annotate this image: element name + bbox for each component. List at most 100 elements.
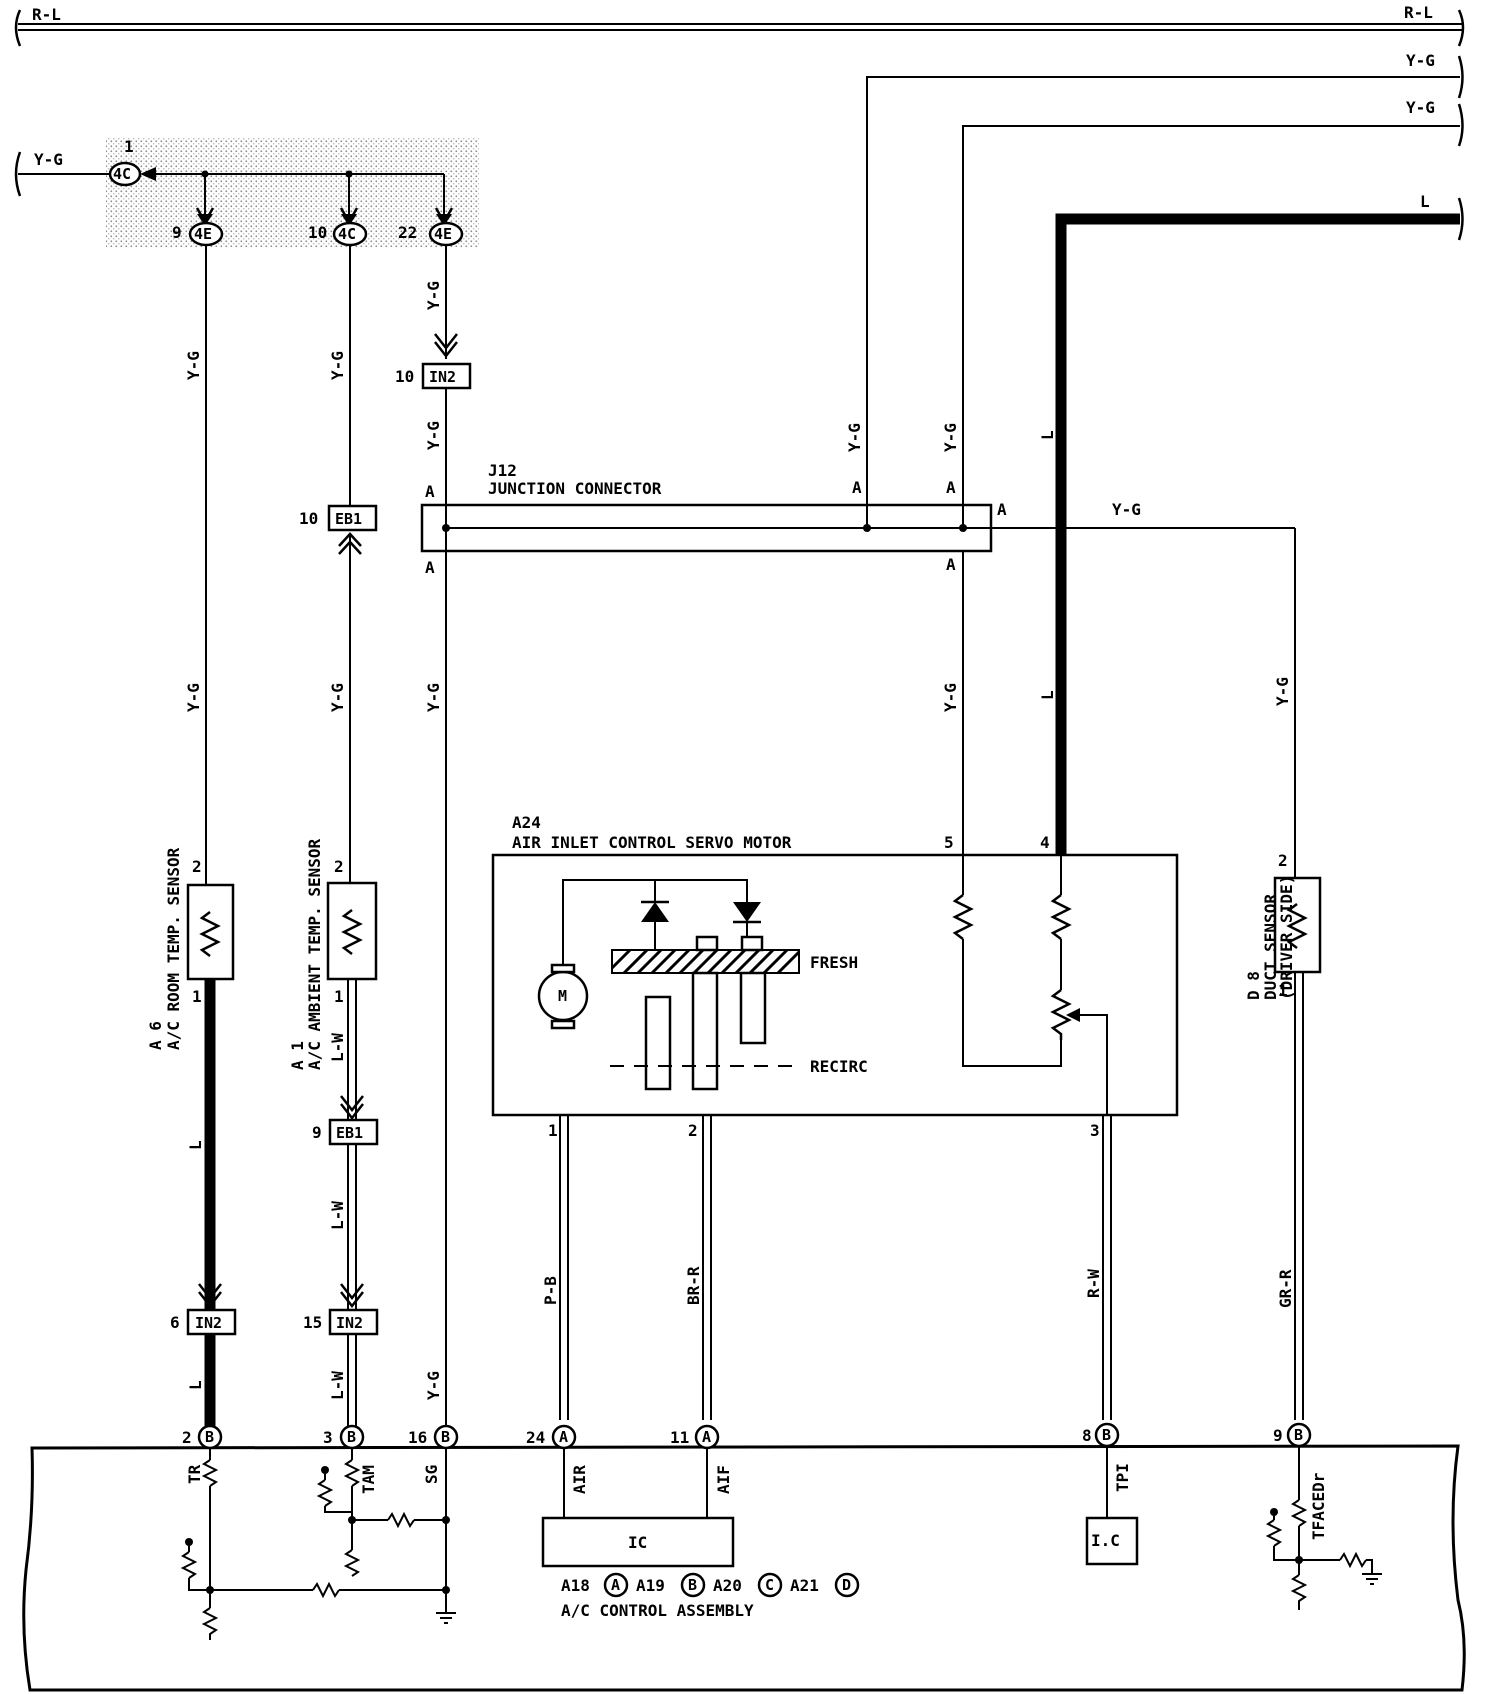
asm-connector-16-letter: B bbox=[441, 1428, 450, 1446]
terminal-aif: AIF bbox=[714, 1465, 733, 1494]
wire-label-lw: L-W bbox=[328, 1371, 347, 1400]
contact-plate bbox=[739, 971, 767, 1045]
duct-sensor-pin-bottom: 1 bbox=[1278, 981, 1288, 1000]
hatched-slider bbox=[610, 948, 801, 975]
asm-connector-3-letter: B bbox=[347, 1428, 356, 1446]
asm-connector-2-letter: B bbox=[205, 1428, 214, 1446]
eb1-10-pin: 10 bbox=[299, 509, 318, 528]
asm-pin-8: 8 bbox=[1082, 1426, 1092, 1445]
wire-label-l: L bbox=[186, 1140, 205, 1150]
ambient-sensor-circuit: Y-G 10 EB1 Y-G 2 1 A/C AMBIENT TEMP. SEN… bbox=[288, 245, 379, 1428]
duct-sensor bbox=[1273, 876, 1322, 974]
ic-block-2 bbox=[1085, 1516, 1139, 1566]
ground-icon bbox=[1362, 1573, 1382, 1585]
j12-id: J12 bbox=[488, 461, 517, 480]
ambient-sensor-name: A/C AMBIENT TEMP. SENSOR bbox=[305, 838, 324, 1070]
servo-pin-3: 3 bbox=[1090, 1121, 1100, 1140]
connector-in2-15 bbox=[328, 1308, 379, 1336]
ground-icon bbox=[436, 1612, 456, 1624]
wire-label-brr: BR-R bbox=[684, 1266, 703, 1305]
duct-sensor-id: D 8 bbox=[1244, 971, 1263, 1000]
j12-pin-a: A bbox=[425, 558, 435, 577]
conn-4c-10-pin: 10 bbox=[308, 223, 327, 242]
connector-4c-in-label: 4C bbox=[113, 165, 131, 183]
wiper-arrow bbox=[1066, 1008, 1080, 1022]
contact-plate bbox=[644, 995, 672, 1091]
wire-label-pb: P-B bbox=[541, 1276, 560, 1305]
servo-housing bbox=[491, 853, 1179, 1117]
connector-4e-22-label: 4E bbox=[434, 225, 452, 243]
terminal-tfaced: TFACEDr bbox=[1309, 1473, 1328, 1540]
asm-connector-8-letter: B bbox=[1102, 1426, 1111, 1444]
terminal-tam: TAM bbox=[359, 1465, 378, 1494]
wire-label-yg-1: Y-G bbox=[1406, 51, 1435, 70]
j12-pin-a: A bbox=[946, 478, 956, 497]
wire-label-yg: Y-G bbox=[1273, 677, 1292, 706]
duct-sensor-circuit: Y-G 2 1 D 8 DUCT SENSOR (DRIVER SIDE) GR… bbox=[1244, 677, 1322, 1420]
j12-pin-a: A bbox=[425, 482, 435, 501]
conn-4e-22-pin: 22 bbox=[398, 223, 417, 242]
in2-6-pin: 6 bbox=[170, 1313, 180, 1332]
wire-label-lw: L-W bbox=[328, 1033, 347, 1062]
motor-label: M bbox=[558, 987, 567, 1005]
servo-pin-5: 5 bbox=[944, 833, 954, 852]
connector-4e-9-label: 4E bbox=[194, 225, 212, 243]
wire-label-yg: Y-G bbox=[424, 281, 443, 310]
wire-label-input: Y-G bbox=[34, 150, 63, 169]
ic-block bbox=[541, 1516, 735, 1568]
ambient-sensor-pin-bottom: 1 bbox=[334, 987, 344, 1006]
ambient-sensor-pin-top: 2 bbox=[334, 857, 344, 876]
wire-label-l: L bbox=[1038, 690, 1057, 700]
wire-label-l: L bbox=[1420, 192, 1430, 211]
servo-id: A24 bbox=[512, 813, 541, 832]
connector-eb1-9 bbox=[328, 1118, 379, 1146]
duct-sensor-name: DUCT SENSOR bbox=[1261, 894, 1280, 1000]
connector-in2-6-label: IN2 bbox=[195, 1314, 222, 1332]
terminal-tpi: TPI bbox=[1113, 1463, 1132, 1492]
room-sensor-id: A 6 bbox=[146, 1021, 165, 1050]
asm-connector-9-letter: B bbox=[1294, 1426, 1303, 1444]
diode-icon bbox=[641, 902, 669, 922]
wire-label-yg: Y-G bbox=[424, 1371, 443, 1400]
part-a20: A20 bbox=[713, 1576, 742, 1595]
servo-pin-2: 2 bbox=[688, 1121, 698, 1140]
wire-label-yg-2: Y-G bbox=[1406, 98, 1435, 117]
wire-label-yg: Y-G bbox=[328, 683, 347, 712]
ac-control-assembly: 2 B 3 B 16 B 24 A 11 A 8 B 9 B TR bbox=[22, 1422, 1466, 1692]
in2-15-pin: 15 bbox=[303, 1313, 322, 1332]
servo-output-wires: P-B BR-R R-W bbox=[541, 1115, 1112, 1420]
room-sensor-circuit: Y-G Y-G 2 1 A/C ROOM TEMP. SENSOR A 6 L … bbox=[146, 245, 237, 1428]
wire-label-yg: Y-G bbox=[184, 351, 203, 380]
fresh-label: FRESH bbox=[810, 953, 858, 972]
asm-pin-24: 24 bbox=[526, 1428, 545, 1447]
connector-eb1-10 bbox=[327, 504, 378, 532]
j12-pin-a: A bbox=[997, 500, 1007, 519]
terminal-air: AIR bbox=[570, 1465, 589, 1494]
connector-in2-10 bbox=[421, 362, 472, 390]
servo-name: AIR INLET CONTROL SERVO MOTOR bbox=[512, 833, 792, 852]
j12-pin-a: A bbox=[946, 555, 956, 574]
connector-in2-15-label: IN2 bbox=[336, 1314, 363, 1332]
terminal-tr: TR bbox=[185, 1464, 204, 1484]
asm-pin-3: 3 bbox=[323, 1428, 333, 1447]
terminal-sg: SG bbox=[422, 1465, 441, 1484]
wire-label-yg: Y-G bbox=[941, 683, 960, 712]
bus-label-left: R-L bbox=[32, 5, 61, 24]
room-temp-sensor bbox=[186, 883, 235, 981]
asm-pin-16: 16 bbox=[408, 1428, 427, 1447]
power-bus-rl: R-L R-L bbox=[14, 3, 1465, 47]
diode-icon bbox=[733, 902, 761, 922]
part-a19-letter: B bbox=[688, 1576, 697, 1594]
part-a20-letter: C bbox=[765, 1576, 774, 1594]
asm-connector-11-letter: A bbox=[702, 1428, 711, 1446]
room-sensor-name: A/C ROOM TEMP. SENSOR bbox=[164, 847, 183, 1050]
recirc-label: RECIRC bbox=[810, 1057, 868, 1076]
part-list: A18 A A19 B A20 C A21 D A/C CONTROL ASSE… bbox=[561, 1572, 860, 1620]
wire-label-yg: Y-G bbox=[424, 421, 443, 450]
conn-4e-9-pin: 9 bbox=[172, 223, 182, 242]
room-sensor-pin-top: 2 bbox=[192, 857, 202, 876]
servo-motor-a24: A24 AIR INLET CONTROL SERVO MOTOR 5 4 M … bbox=[491, 813, 1179, 1140]
part-a18-letter: A bbox=[611, 1576, 620, 1594]
wire-label-yg: Y-G bbox=[941, 423, 960, 452]
servo-pin5-wire: Y-G L bbox=[941, 551, 1057, 855]
